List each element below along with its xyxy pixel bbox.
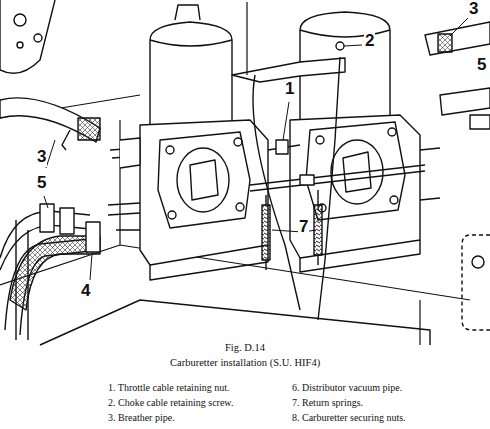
callout-number: 5 [476,56,487,75]
key-item: 3. Breather pipe. [108,412,175,423]
callout-number: 1 [284,80,295,99]
callout-number: 5 [36,174,47,193]
key-item: 2. Choke cable retaining screw. [108,397,233,408]
callout-number: 2 [364,32,375,51]
callout-number: 7 [298,218,309,237]
callout-number: 4 [80,282,91,301]
figure-number: Fig. D.14 [225,342,265,354]
callout-number: 3 [36,148,47,167]
callout-number: 3 [468,0,479,19]
key-item: 7. Return springs. [292,397,363,408]
key-item: 1. Throttle cable retaining nut. [108,382,229,393]
key-item: 8. Carburetter securing nuts. [292,412,406,423]
figure-caption: Carburetter installation (S.U. HIF4) [170,357,320,369]
key-item: 6. Distributor vacuum pipe. [292,382,402,393]
